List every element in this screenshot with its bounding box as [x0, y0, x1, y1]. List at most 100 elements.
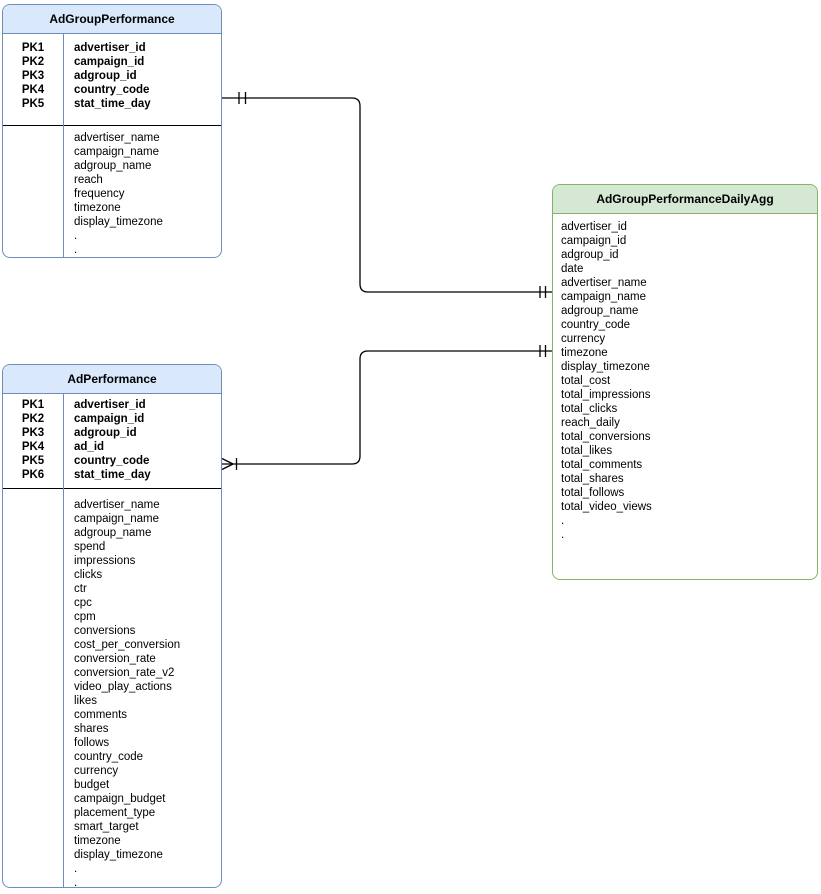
pk-label: PK5	[21, 98, 45, 110]
field-row: video_play_actions	[3, 680, 221, 694]
pk-spacer	[3, 666, 63, 680]
pk-spacer	[3, 498, 63, 512]
field-row: adgroup_id	[553, 248, 817, 262]
field-row: .	[3, 243, 221, 257]
field-name: clicks	[74, 568, 103, 581]
pk-spacer	[3, 820, 63, 834]
entity-header: AdPerformance	[3, 365, 221, 394]
field-row: display_timezone	[3, 848, 221, 862]
field-name: total_shares	[561, 473, 624, 485]
field-name: spend	[74, 540, 106, 553]
field-row: timezone	[553, 346, 817, 360]
field-row: advertiser_id	[553, 220, 817, 234]
field-row: .	[3, 229, 221, 243]
field-row: adgroup_name	[3, 159, 221, 173]
pk-spacer	[3, 540, 63, 554]
pk-row: PK3 adgroup_id	[3, 69, 221, 83]
pk-spacer	[3, 736, 63, 750]
field-name: total_conversions	[561, 431, 651, 443]
pk-spacer	[3, 722, 63, 736]
field-name: adgroup_name	[74, 159, 152, 172]
field-name: conversion_rate	[74, 652, 156, 665]
pk-spacer	[3, 652, 63, 666]
field-name: campaign_budget	[74, 792, 166, 805]
field-name: campaign_name	[74, 512, 160, 525]
entity-title: AdGroupPerformanceDailyAgg	[596, 192, 774, 206]
field-row: cpc	[3, 596, 221, 610]
field-row: .	[553, 514, 817, 528]
field-name: total_impressions	[561, 389, 651, 401]
field-name: placement_type	[74, 806, 156, 819]
field-row: follows	[3, 736, 221, 750]
pk-spacer	[3, 568, 63, 582]
pk-row: PK5 country_code	[3, 454, 221, 468]
pk-spacer	[3, 215, 63, 229]
fields-section: advertiser_name campaign_name adgroup_na…	[3, 126, 221, 257]
field-row: currency	[3, 764, 221, 778]
section-divider	[3, 124, 221, 126]
field-row: reach	[3, 173, 221, 187]
field-row: country_code	[3, 750, 221, 764]
pk-spacer	[3, 596, 63, 610]
field-row: total_cost	[553, 374, 817, 388]
field-name: total_cost	[561, 375, 611, 387]
field-name: campaign_name	[561, 291, 647, 303]
pk-field-name: campaign_id	[74, 413, 145, 425]
field-row: campaign_id	[553, 234, 817, 248]
pk-field-name: ad_id	[74, 441, 105, 453]
fields-section: advertiser_id campaign_id adgroup_id dat…	[553, 214, 817, 542]
pk-spacer	[3, 243, 63, 257]
cardinality-one-and-only-one-icon	[238, 92, 247, 104]
field-row: conversion_rate	[3, 652, 221, 666]
field-name: smart_target	[74, 820, 139, 833]
field-row: conversion_rate_v2	[3, 666, 221, 680]
field-name: impressions	[74, 554, 136, 567]
field-row: campaign_name	[3, 145, 221, 159]
field-name: display_timezone	[74, 848, 163, 861]
connector-path	[222, 97, 552, 293]
field-name: adgroup_name	[74, 526, 152, 539]
entity-body: PK1 advertiser_id PK2 campaign_id PK3 ad…	[3, 34, 221, 257]
relationship-adgroupperformance-to-dailyagg	[222, 92, 552, 298]
primary-key-section: PK1 advertiser_id PK2 campaign_id PK3 ad…	[3, 34, 221, 125]
pk-row: PK4 country_code	[3, 83, 221, 97]
field-row: likes	[3, 694, 221, 708]
field-name: country_code	[561, 319, 631, 331]
field-row: timezone	[3, 834, 221, 848]
field-row: frequency	[3, 187, 221, 201]
section-divider	[3, 487, 221, 489]
pk-spacer	[3, 187, 63, 201]
pk-row: PK2 campaign_id	[3, 55, 221, 69]
field-row: total_shares	[553, 472, 817, 486]
entity-body: advertiser_id campaign_id adgroup_id dat…	[553, 214, 817, 579]
field-name: total_likes	[561, 445, 613, 457]
pk-spacer	[3, 201, 63, 215]
field-name: adgroup_id	[561, 249, 619, 261]
field-name: .	[74, 876, 78, 888]
field-row: comments	[3, 708, 221, 722]
pk-spacer	[3, 694, 63, 708]
field-name: .	[74, 229, 78, 242]
field-name: campaign_name	[74, 145, 160, 158]
field-row: adgroup_name	[553, 304, 817, 318]
fields-section: advertiser_name campaign_name adgroup_na…	[3, 489, 221, 888]
field-name: display_timezone	[561, 361, 650, 373]
cardinality-one-and-only-one-icon	[539, 345, 547, 357]
pk-spacer	[3, 582, 63, 596]
pk-row: PK5 stat_time_day	[3, 97, 221, 111]
pk-spacer	[3, 638, 63, 652]
pk-label: PK2	[21, 56, 45, 68]
column-divider	[63, 34, 64, 257]
pk-spacer	[3, 708, 63, 722]
field-row: campaign_name	[553, 290, 817, 304]
field-name: advertiser_id	[561, 221, 627, 233]
pk-field-name: advertiser_id	[74, 42, 146, 54]
field-name: ctr	[74, 582, 87, 595]
field-row: country_code	[553, 318, 817, 332]
pk-spacer	[3, 792, 63, 806]
field-row: budget	[3, 778, 221, 792]
pk-row: PK4 ad_id	[3, 440, 221, 454]
field-row: display_timezone	[553, 360, 817, 374]
pk-spacer	[3, 554, 63, 568]
field-row: placement_type	[3, 806, 221, 820]
